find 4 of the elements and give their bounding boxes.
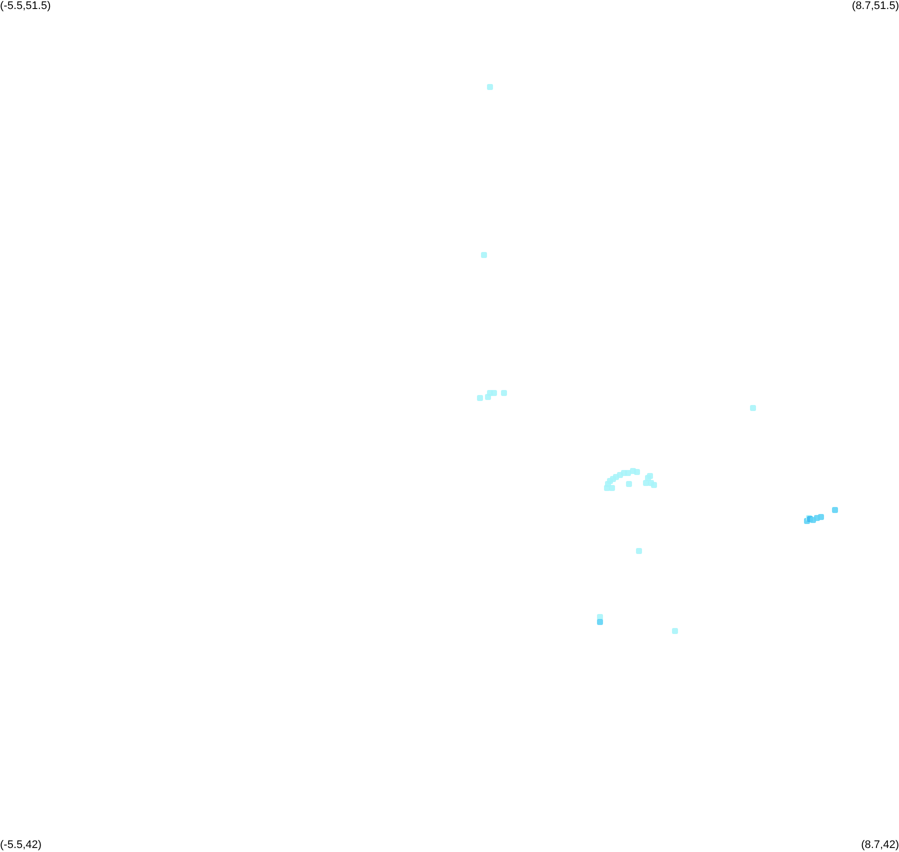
corner-coordinate-label: (-5.5,51.5) [0,0,51,13]
corner-coordinate-label: (-5.5,42) [0,839,42,852]
corner-coordinate-label: (8.7,42) [861,839,899,852]
corner-coordinate-label: (8.7,51.5) [852,0,899,13]
